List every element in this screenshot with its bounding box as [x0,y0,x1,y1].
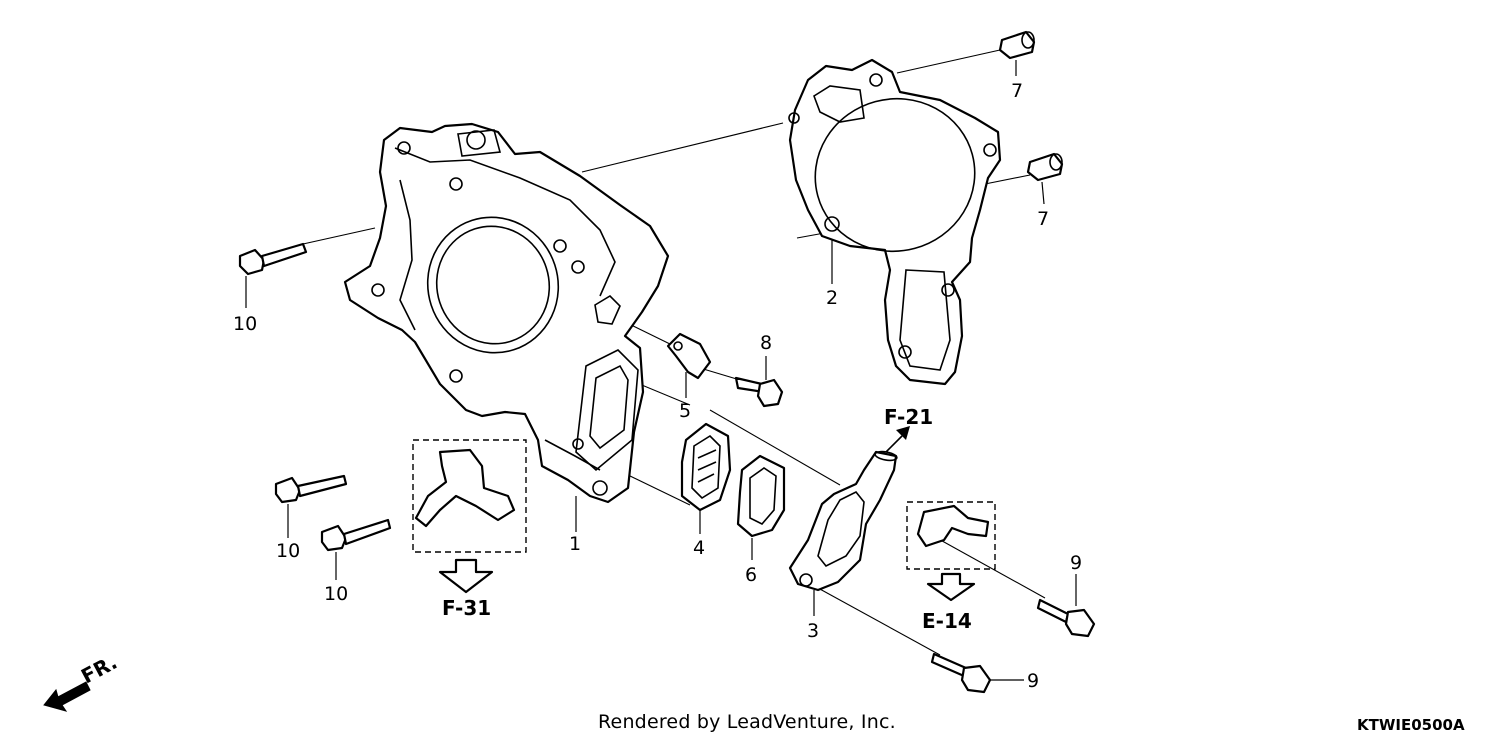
callout-9-right: 9 [1070,552,1082,574]
clamp-part-5[interactable] [666,332,712,380]
dowel-pin-part-7-upper[interactable] [998,30,1036,60]
front-direction-label: FR. [77,650,121,689]
reference-f-31[interactable]: F-31 [442,596,491,620]
bolt-part-10-middle[interactable] [274,474,348,504]
callout-5: 5 [679,400,691,422]
callout-leaders [245,60,1077,681]
callout-3: 3 [807,620,819,642]
callout-6: 6 [745,564,757,586]
callout-2: 2 [826,287,838,309]
diagram-code: KTWIE0500A [1357,716,1465,734]
arrow-f-21-icon [885,426,910,453]
arrow-f-31-icon [438,558,494,594]
insulator-gasket-part-6[interactable] [736,454,786,538]
callout-10-left: 10 [233,313,257,335]
reed-valve-part-4[interactable] [680,422,732,512]
callout-10-middle: 10 [276,540,300,562]
arrow-e-14-icon [926,572,976,602]
reed-cover-part-3[interactable] [788,450,898,592]
callout-10-lower: 10 [324,583,348,605]
cylinder-gasket-part-2[interactable] [788,58,1002,386]
callout-7-upper: 7 [1011,80,1023,102]
bolt-part-10-left[interactable] [238,242,308,276]
reference-e-14[interactable]: E-14 [922,609,972,633]
reference-box-f-31 [412,439,527,553]
front-direction-arrow-icon [43,681,91,712]
callout-4: 4 [693,537,705,559]
callout-8: 8 [760,332,772,354]
bolt-part-8[interactable] [734,376,784,408]
callout-7-lower: 7 [1037,208,1049,230]
reference-box-e-14 [906,501,996,570]
cylinder-part-1[interactable] [343,122,670,504]
bolt-part-10-lower[interactable] [320,518,392,552]
footer-credit: Rendered by LeadVenture, Inc. [598,711,896,733]
reference-f-21[interactable]: F-21 [884,405,933,429]
callout-1: 1 [569,533,581,555]
callout-9-lower: 9 [1027,670,1039,692]
bolt-part-9-right[interactable] [1036,598,1096,638]
dowel-pin-part-7-lower[interactable] [1026,152,1064,182]
bolt-part-9-lower[interactable] [930,652,992,694]
